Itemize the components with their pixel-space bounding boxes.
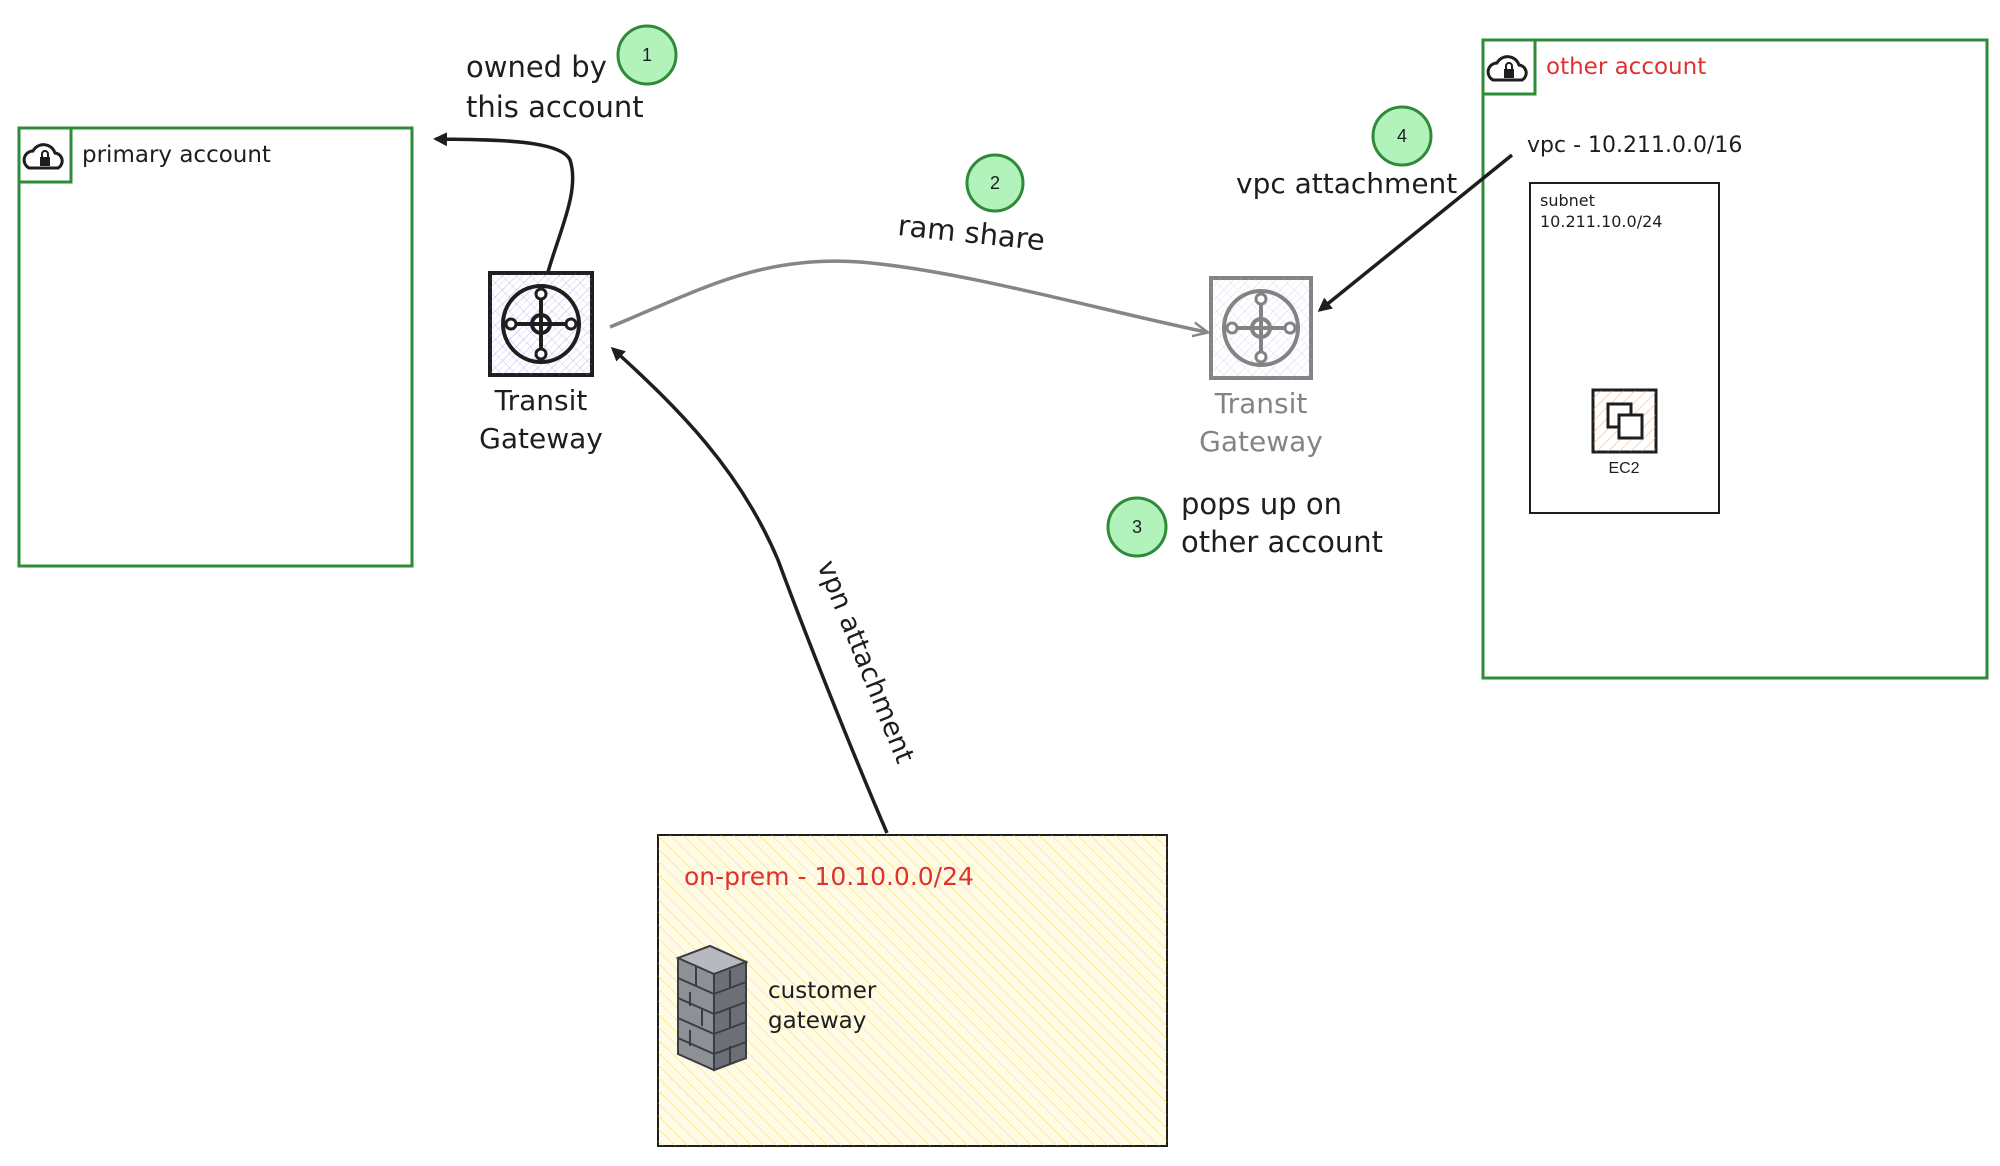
step-2-badge: [965, 153, 1025, 213]
transit-gateway-icon: [488, 271, 594, 377]
primary-account-group: primary account: [17, 126, 414, 568]
tgw-primary-label-1: Transit: [494, 384, 588, 417]
cgw-label-2: gateway: [768, 1008, 866, 1034]
transit-gateway-icon: [1209, 276, 1313, 380]
step-1-number: 1: [642, 45, 652, 65]
subnet-label: subnet: [1540, 191, 1595, 210]
step-4: 4 vpc attachment: [1236, 105, 1457, 200]
edge-vpn-attachment-arrow: [610, 346, 889, 834]
step-1-text-1: owned by: [466, 50, 607, 84]
tgw-shared-label-1: Transit: [1214, 387, 1308, 420]
edge-vpc-attachment-arrow: [1317, 153, 1514, 312]
step-1: 1 owned by this account: [466, 24, 678, 124]
step-2-number: 2: [990, 173, 1000, 193]
tgw-shared-label-2: Gateway: [1199, 425, 1323, 458]
vpn-attachment-label: vpn attachment: [811, 556, 921, 768]
tgw-primary-label-2: Gateway: [479, 422, 603, 455]
cloud-lock-icon: [1481, 38, 1537, 96]
edge-ownership-arrow: [433, 132, 575, 273]
ec2-label: EC2: [1608, 460, 1639, 477]
vpc-label: vpc - 10.211.0.0/16: [1527, 133, 1742, 158]
step-3-number: 3: [1132, 517, 1142, 537]
onprem-title: on-prem - 10.10.0.0/24: [684, 862, 974, 891]
step-3-badge: [1106, 496, 1168, 558]
step-2-text: ram share: [896, 208, 1046, 257]
other-account-group: other account vpc - 10.211.0.0/16 subnet…: [1481, 38, 1989, 680]
step-4-text: vpc attachment: [1236, 167, 1457, 200]
step-4-badge: [1371, 105, 1433, 167]
step-2: 2 ram share: [896, 153, 1047, 257]
transit-gateway-primary: Transit Gateway: [479, 271, 603, 455]
primary-account-box: [17, 126, 414, 568]
cgw-label-1: customer: [768, 978, 877, 1004]
step-3-text-1: pops up on: [1181, 487, 1342, 521]
primary-account-label: primary account: [82, 142, 271, 168]
step-1-text-2: this account: [466, 90, 644, 124]
other-account-box: [1481, 38, 1989, 680]
step-4-number: 4: [1397, 126, 1407, 146]
subnet-box: [1529, 182, 1720, 514]
step-3-text-2: other account: [1181, 525, 1383, 559]
subnet-cidr: 10.211.10.0/24: [1540, 212, 1662, 231]
step-1-badge: [616, 24, 678, 86]
other-account-label: other account: [1546, 54, 1706, 80]
step-3: 3 pops up on other account: [1106, 487, 1383, 559]
brick-firewall-icon: [675, 944, 749, 1072]
ec2-instance-icon: [1591, 388, 1658, 454]
onprem-group: on-prem - 10.10.0.0/24: [657, 834, 1168, 1147]
cloud-lock-icon: [17, 126, 73, 184]
edge-ram-share-arrow: [609, 259, 1206, 332]
transit-gateway-shared: Transit Gateway: [1199, 276, 1323, 458]
